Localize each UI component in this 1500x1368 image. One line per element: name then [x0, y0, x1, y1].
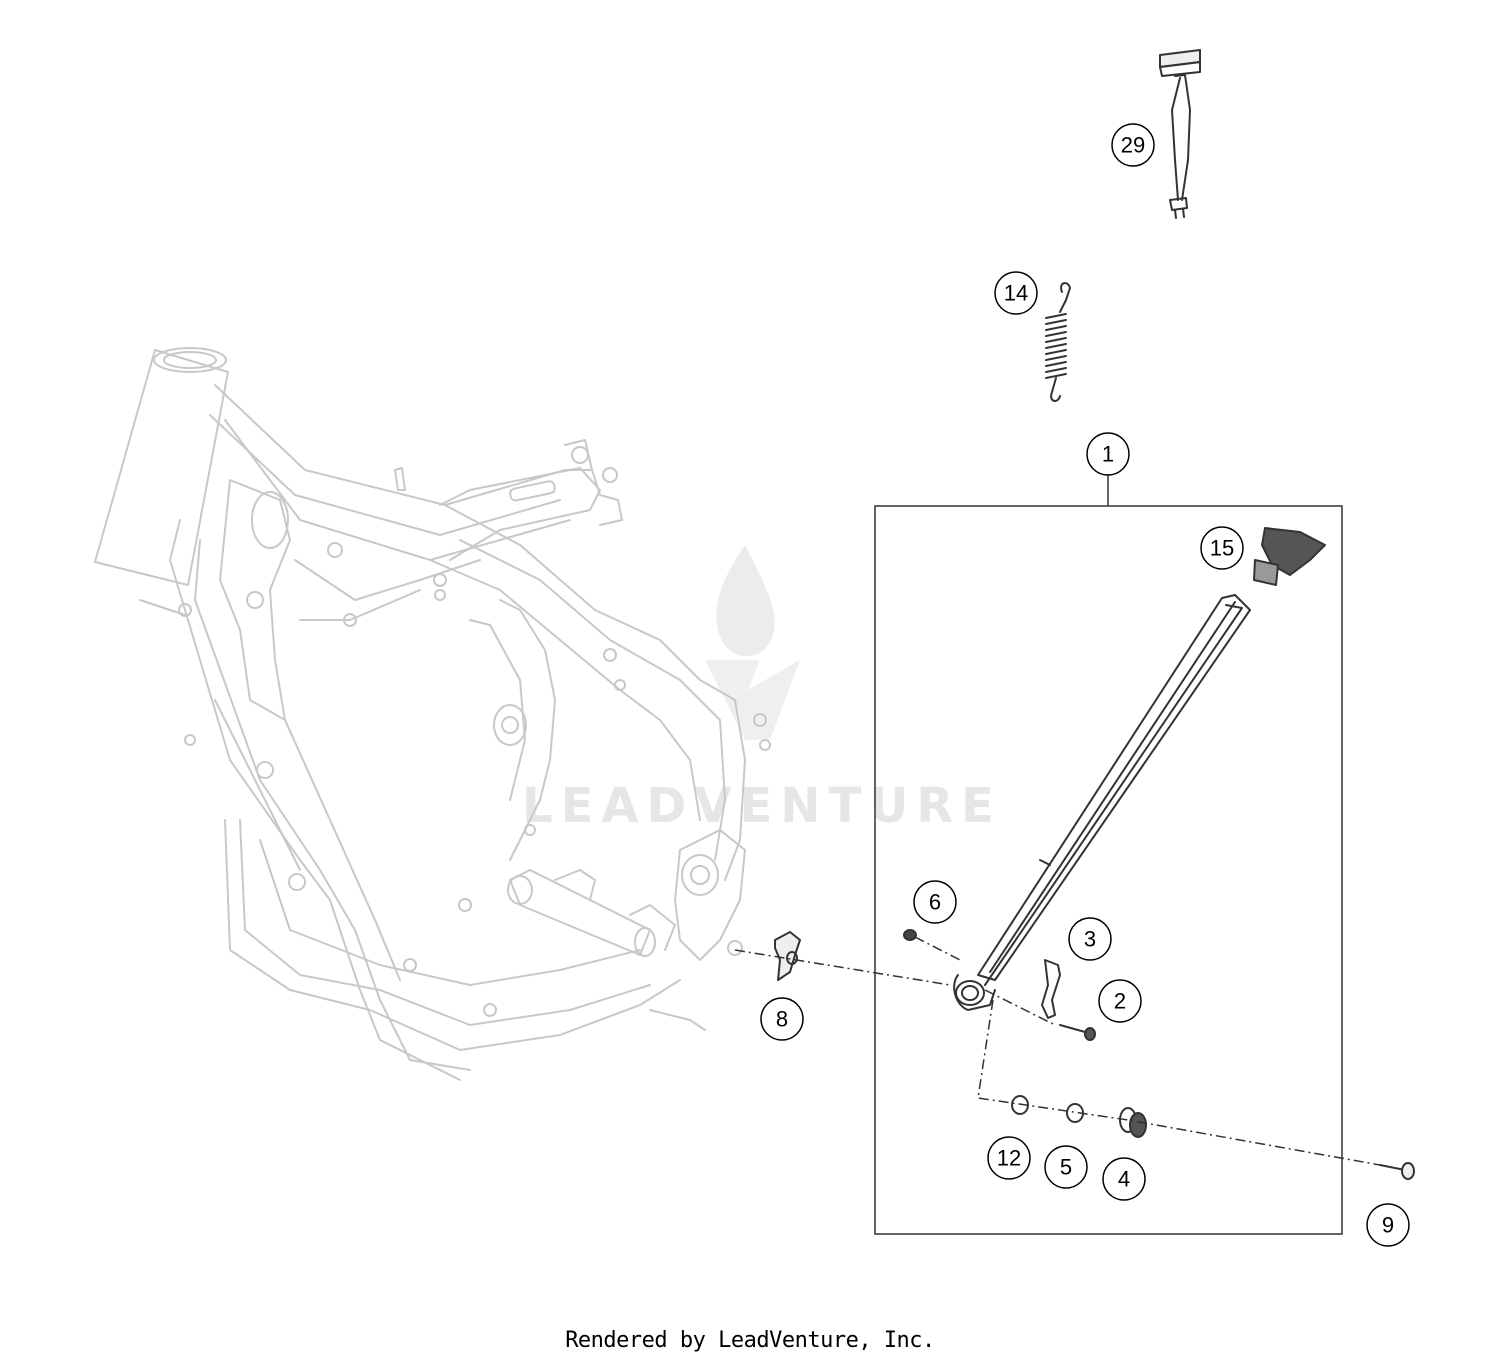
swingarm-pivot-area — [674, 829, 746, 961]
svg-text:3: 3 — [1084, 927, 1096, 952]
assembly-line-6 — [914, 936, 961, 961]
svg-text:6: 6 — [929, 890, 941, 915]
watermark: LEADVENTURE — [522, 545, 1002, 834]
watermark-flame-icon — [716, 545, 775, 657]
watermark-text: LEADVENTURE — [522, 778, 1002, 834]
callout-29: 29 — [1111, 123, 1155, 167]
callout-9: 9 — [1366, 1203, 1410, 1247]
callout-1: 1 — [1086, 432, 1130, 476]
svg-text:2: 2 — [1114, 989, 1126, 1014]
assembly-line-2 — [984, 989, 1056, 1026]
down-tube — [169, 519, 461, 1081]
part-14-spring — [1045, 282, 1071, 402]
callout-3: 3 — [1068, 917, 1112, 961]
callout-2: 2 — [1098, 979, 1142, 1023]
assembly-lines — [734, 936, 1381, 1166]
parts — [774, 49, 1415, 1180]
part-8-nut — [774, 931, 801, 981]
part-1-group-box — [874, 474, 1343, 1235]
svg-text:4: 4 — [1118, 1167, 1130, 1192]
svg-text:8: 8 — [776, 1007, 788, 1032]
main-spar — [444, 504, 746, 881]
svg-text:15: 15 — [1210, 536, 1234, 561]
watermark-v-icon — [705, 660, 800, 740]
svg-text:5: 5 — [1060, 1155, 1072, 1180]
callout-12: 12 — [987, 1136, 1031, 1180]
callout-8: 8 — [760, 997, 804, 1041]
part-1-side-stand — [953, 594, 1251, 1011]
lower-cradle — [224, 819, 681, 1051]
part-15-foot-pad — [1253, 527, 1326, 586]
assembly-line-lower — [977, 999, 1381, 1166]
assembly-line-8 — [734, 949, 951, 986]
part-3-bracket — [1041, 959, 1061, 1019]
part-9-bolt — [1379, 1162, 1415, 1180]
cross-tube — [509, 869, 651, 956]
svg-text:14: 14 — [1004, 281, 1028, 306]
callout-14: 14 — [994, 271, 1038, 315]
part-29-tool — [1159, 49, 1201, 219]
upper-main-rail — [214, 384, 591, 506]
svg-text:29: 29 — [1121, 133, 1145, 158]
part-4-bushing — [1119, 1107, 1147, 1138]
footer-credit: Rendered by LeadVenture, Inc. — [565, 1328, 935, 1353]
svg-text:12: 12 — [997, 1146, 1021, 1171]
callout-6: 6 — [913, 880, 957, 924]
part-6-bolt — [903, 929, 917, 941]
callout-4: 4 — [1102, 1157, 1146, 1201]
steering-head-tube — [94, 349, 229, 586]
svg-text:9: 9 — [1382, 1213, 1394, 1238]
frame-assembly — [94, 347, 771, 1081]
svg-text:1: 1 — [1102, 442, 1114, 467]
steering-head-top — [153, 347, 227, 373]
callout-15: 15 — [1200, 526, 1244, 570]
callout-5: 5 — [1044, 1145, 1088, 1189]
callouts: 1 2 3 4 5 6 8 9 12 14 15 29 — [760, 123, 1410, 1247]
part-2-screw — [1059, 1024, 1096, 1041]
